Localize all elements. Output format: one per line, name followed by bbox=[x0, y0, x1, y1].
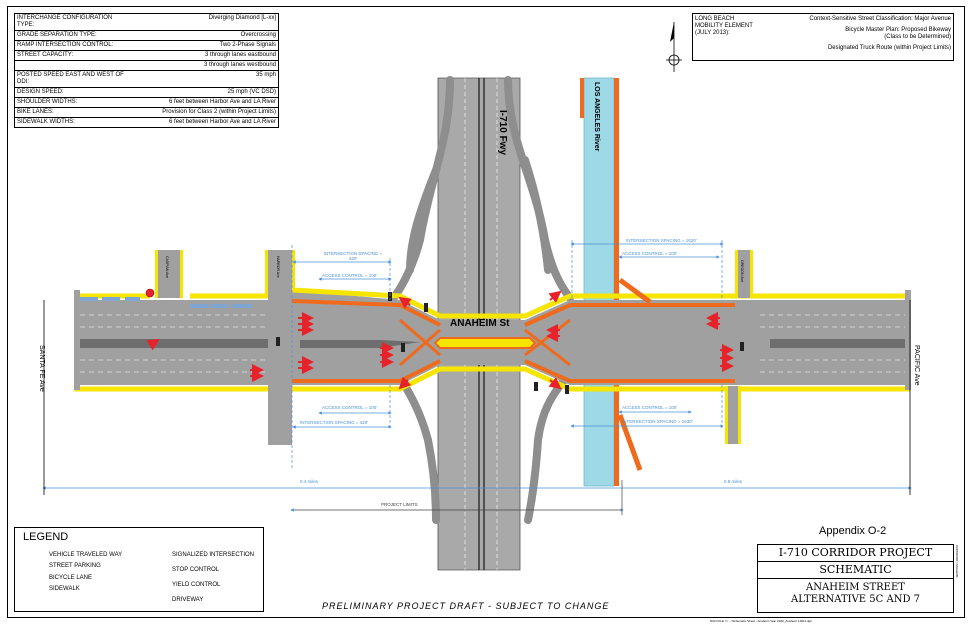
oregon-label: OREGON Ave bbox=[740, 260, 744, 283]
legend-item-signal: SIGNALIZED INTERSECTION bbox=[172, 551, 255, 558]
info-row: 3 through lanes westbound bbox=[15, 61, 278, 71]
anaheim-street-roadway bbox=[74, 287, 910, 392]
info-row: RAMP INTERSECTION CONTROL: Two 2-Phase Si… bbox=[15, 41, 278, 51]
mobility-values: Context-Sensitive Street Classification:… bbox=[809, 16, 951, 51]
info-label: DESIGN SPEED: bbox=[17, 89, 64, 95]
dim-access-w-bot: ACCESS CONTROL = 100' bbox=[322, 405, 378, 410]
dist-west: 0.4 miles bbox=[300, 479, 319, 484]
info-value: Provision for Class 2 (within Project Li… bbox=[162, 109, 276, 115]
info-label: POSTED SPEED EAST AND WEST OF DDI: bbox=[17, 72, 124, 85]
interchange-info-table: INTERCHANGE CONFIGURATION TYPE: Diverging… bbox=[14, 13, 279, 128]
santa-fe-label: SANTA FE Ave bbox=[38, 345, 45, 392]
legend-item-driveway: DRIVEWAY bbox=[172, 596, 204, 603]
santa-fe-stub bbox=[74, 290, 80, 390]
info-value: Overcrossing bbox=[240, 32, 276, 38]
info-label: GRADE SEPARATION TYPE: bbox=[17, 32, 97, 38]
project-title: I-710 CORRIDOR PROJECT bbox=[758, 545, 953, 562]
legend-item-sidewalk: SIDEWALK bbox=[49, 585, 80, 592]
river-bike-path bbox=[614, 78, 619, 486]
info-row: STREET CAPACITY: 3 through lanes eastboun… bbox=[15, 51, 278, 61]
legend-item-bike-lane: BICYCLE LANE bbox=[49, 574, 93, 581]
legend-item-stop: STOP CONTROL bbox=[172, 566, 220, 573]
info-row: POSTED SPEED EAST AND WEST OF DDI: 35 mph bbox=[15, 71, 278, 88]
legend: LEGEND VEHICLE TRAVELED WAY STREET PARKI… bbox=[14, 527, 264, 612]
river-bike-path-w bbox=[580, 78, 584, 118]
info-label: STREET CAPACITY: bbox=[17, 52, 74, 58]
title-block: I-710 CORRIDOR PROJECT SCHEMATIC ANAHEIM… bbox=[757, 544, 954, 613]
draft-note: PRELIMINARY PROJECT DRAFT - SUBJECT TO C… bbox=[322, 601, 610, 611]
river-label: LOS ANGELES River bbox=[593, 82, 600, 152]
dim-ispacing-e-bot: INTERSECTION SPACING = 1630' bbox=[622, 419, 693, 424]
legend-item-yield: YIELD CONTROL bbox=[172, 581, 221, 588]
info-value: Diverging Diamond [L-xx] bbox=[208, 15, 276, 21]
legend-title: LEGEND bbox=[23, 531, 69, 543]
river-bike-connector bbox=[617, 277, 652, 471]
dist-east: 0.8 miles bbox=[724, 479, 743, 484]
north-arrow-icon bbox=[666, 22, 682, 72]
freeway-label: I-710 Fwy bbox=[497, 110, 508, 156]
oregon-ave bbox=[738, 250, 750, 298]
pacific-label: PACIFIC Ave bbox=[913, 345, 920, 386]
info-row: BIKE LANES: Provision for Class 2 (within… bbox=[15, 108, 278, 118]
info-value: 35 mph bbox=[255, 72, 276, 78]
harbor-label: HARBOR Ave bbox=[276, 256, 280, 278]
info-label: INTERCHANGE CONFIGURATION TYPE: bbox=[17, 15, 113, 28]
mobility-label: LONG BEACH MOBILITY ELEMENT (JULY 2013): bbox=[695, 16, 753, 36]
info-label: BIKE LANES: bbox=[17, 109, 54, 115]
legend-item-traveled-way: VEHICLE TRAVELED WAY bbox=[49, 551, 123, 558]
footer-filename: DGN FILE => ...\Schematic Sheet - Anahei… bbox=[710, 619, 813, 623]
info-value: Two 2-Phase Signals bbox=[219, 42, 276, 48]
dim-access-w-top: ACCESS CONTROL = 100' bbox=[322, 273, 378, 278]
harbor-ave bbox=[268, 250, 292, 445]
info-row: SIDEWALK WIDTHS: 6 feet between Harbor Av… bbox=[15, 118, 278, 127]
info-value: 3 through lanes eastbound bbox=[204, 52, 276, 58]
caspian-label: CASPIAN Ave bbox=[165, 256, 169, 279]
pacific-ave-stub bbox=[905, 290, 911, 390]
info-row: DESIGN SPEED: 25 mph (VC DSD) bbox=[15, 88, 278, 98]
side-tag: CORRIDOR / ANAHEIM bbox=[955, 545, 959, 578]
dim-ispacing-w-top: INTERSECTION SPACING = 420' bbox=[323, 251, 383, 261]
info-value: 25 mph (VC DSD) bbox=[227, 89, 276, 95]
anaheim-label: ANAHEIM St bbox=[450, 318, 510, 329]
info-label bbox=[17, 62, 127, 69]
sheet-subtitle: ANAHEIM STREET ALTERNATIVE 5C AND 7 bbox=[790, 582, 920, 605]
stop-sign-icon bbox=[145, 288, 155, 298]
dimension-lines bbox=[42, 240, 912, 515]
info-row: SHOULDER WIDTHS: 6 feet between Harbor Av… bbox=[15, 98, 278, 108]
info-label: SHOULDER WIDTHS: bbox=[17, 99, 78, 105]
info-label: SIDEWALK WIDTHS: bbox=[17, 119, 75, 125]
appendix-label: Appendix O-2 bbox=[819, 525, 887, 537]
project-limits-label: PROJECT LIMITS bbox=[381, 502, 418, 507]
cross-streets bbox=[74, 250, 911, 445]
dim-ispacing-w-bot: INTERSECTION SPACING = 420' bbox=[300, 420, 369, 425]
dim-access-e-top: ACCESS CONTROL = 100' bbox=[622, 251, 678, 256]
caspian-ave bbox=[158, 250, 180, 298]
info-value: 6 feet between Harbor Ave and LA River bbox=[169, 99, 276, 105]
info-value: 3 through lanes westbound bbox=[203, 62, 276, 68]
mobility-element-box: LONG BEACH MOBILITY ELEMENT (JULY 2013):… bbox=[692, 13, 954, 61]
legend-item-parking: STREET PARKING bbox=[49, 562, 101, 569]
turn-arrows bbox=[146, 290, 734, 390]
sheet-type: SCHEMATIC bbox=[758, 562, 953, 579]
info-row: INTERCHANGE CONFIGURATION TYPE: Diverging… bbox=[15, 14, 278, 31]
drawing-border bbox=[7, 6, 965, 618]
info-value: 6 feet between Harbor Ave and LA River bbox=[169, 119, 276, 125]
signal-icons bbox=[276, 292, 744, 394]
la-river bbox=[583, 77, 615, 487]
info-row: GRADE SEPARATION TYPE: Overcrossing bbox=[15, 31, 278, 41]
dim-ispacing-e-top: INTERSECTION SPACING = 1620' bbox=[626, 238, 697, 243]
dim-access-e-bot: ACCESS CONTROL = 100' bbox=[622, 405, 678, 410]
info-label: RAMP INTERSECTION CONTROL: bbox=[17, 42, 114, 48]
freeway-ramps bbox=[388, 76, 574, 524]
